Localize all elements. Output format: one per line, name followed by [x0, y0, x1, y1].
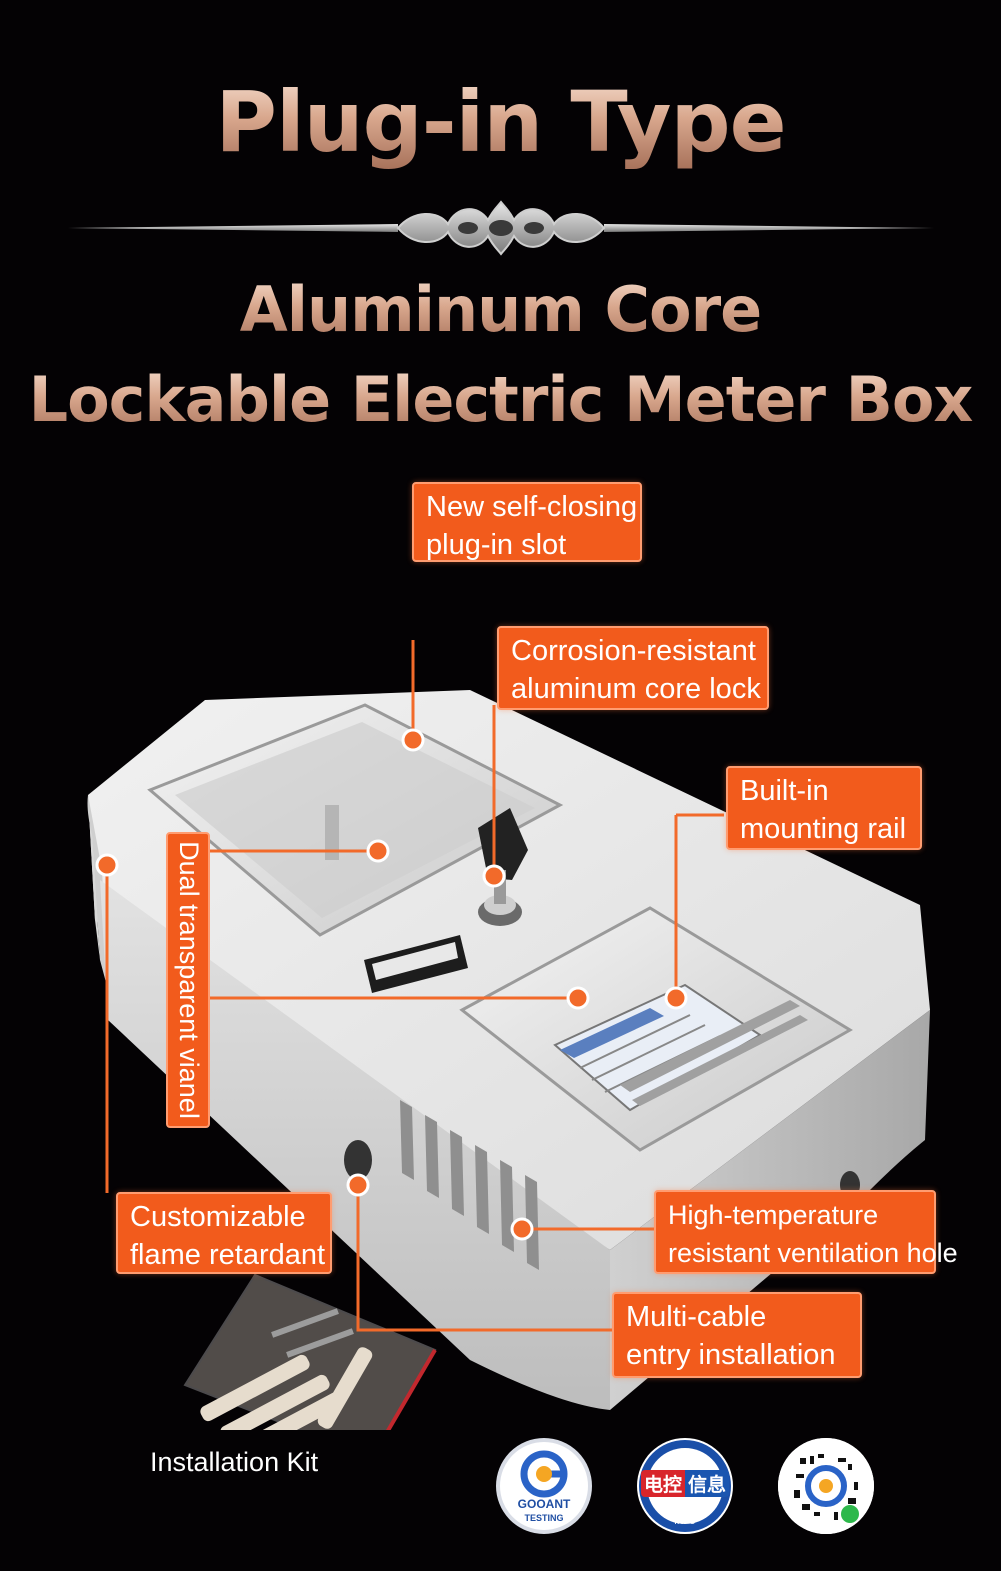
gooant-logo-icon [520, 1450, 568, 1498]
callout-ventilation: High-temperature resistant ventilation h… [654, 1190, 958, 1274]
callout-line: Corrosion-resistant [511, 635, 756, 667]
info-badge: INFO 电控 信息 [637, 1438, 733, 1534]
callout-line: mounting rail [740, 813, 907, 845]
info-ring-text: INFO [674, 1517, 696, 1527]
callout-plugin-slot: New self-closing plug-in slot [412, 482, 642, 562]
callout-transparent-panel: Dual transparent vianel [166, 832, 210, 1128]
ornament-divider [68, 200, 934, 256]
callout-line: entry installation [626, 1339, 836, 1371]
gooant-testing-badge: GOOANT TESTING [496, 1438, 592, 1534]
callout-core-lock: Corrosion-resistant aluminum core lock [497, 626, 769, 710]
subtitle-line-1: Aluminum Core [0, 272, 1001, 348]
info-label: 电控 信息 [629, 1469, 741, 1497]
callout-line: New self-closing [426, 491, 638, 523]
callout-line: resistant ventilation hole [668, 1238, 958, 1268]
callout-line: plug-in slot [426, 529, 567, 561]
callout-line: Built-in [740, 775, 829, 807]
page-title: Plug-in Type [0, 72, 1001, 172]
callout-line: flame retardant [130, 1239, 326, 1271]
qr-code-icon [778, 1438, 874, 1534]
info-label-left: 电控 [640, 1469, 685, 1497]
callout-line: Customizable [130, 1201, 306, 1233]
gooant-sub: TESTING [524, 1513, 564, 1523]
callout-mounting-rail: Built-in mounting rail [726, 766, 922, 850]
callout-line: High-temperature [668, 1200, 879, 1230]
qr-code-badge [778, 1438, 874, 1534]
subtitle-line-2: Lockable Electric Meter Box [0, 362, 1001, 438]
gooant-name: GOOANT [517, 1497, 571, 1511]
callout-line: Dual transparent vianel [174, 841, 204, 1119]
callout-line: Multi-cable [626, 1301, 767, 1333]
info-label-right: 信息 [685, 1469, 730, 1497]
callout-flame-retardant: Customizable flame retardant [116, 1192, 332, 1274]
callout-line: aluminum core lock [511, 673, 761, 705]
installation-kit-label: Installation Kit [150, 1447, 319, 1477]
callout-cable-entry: Multi-cable entry installation [612, 1292, 862, 1378]
